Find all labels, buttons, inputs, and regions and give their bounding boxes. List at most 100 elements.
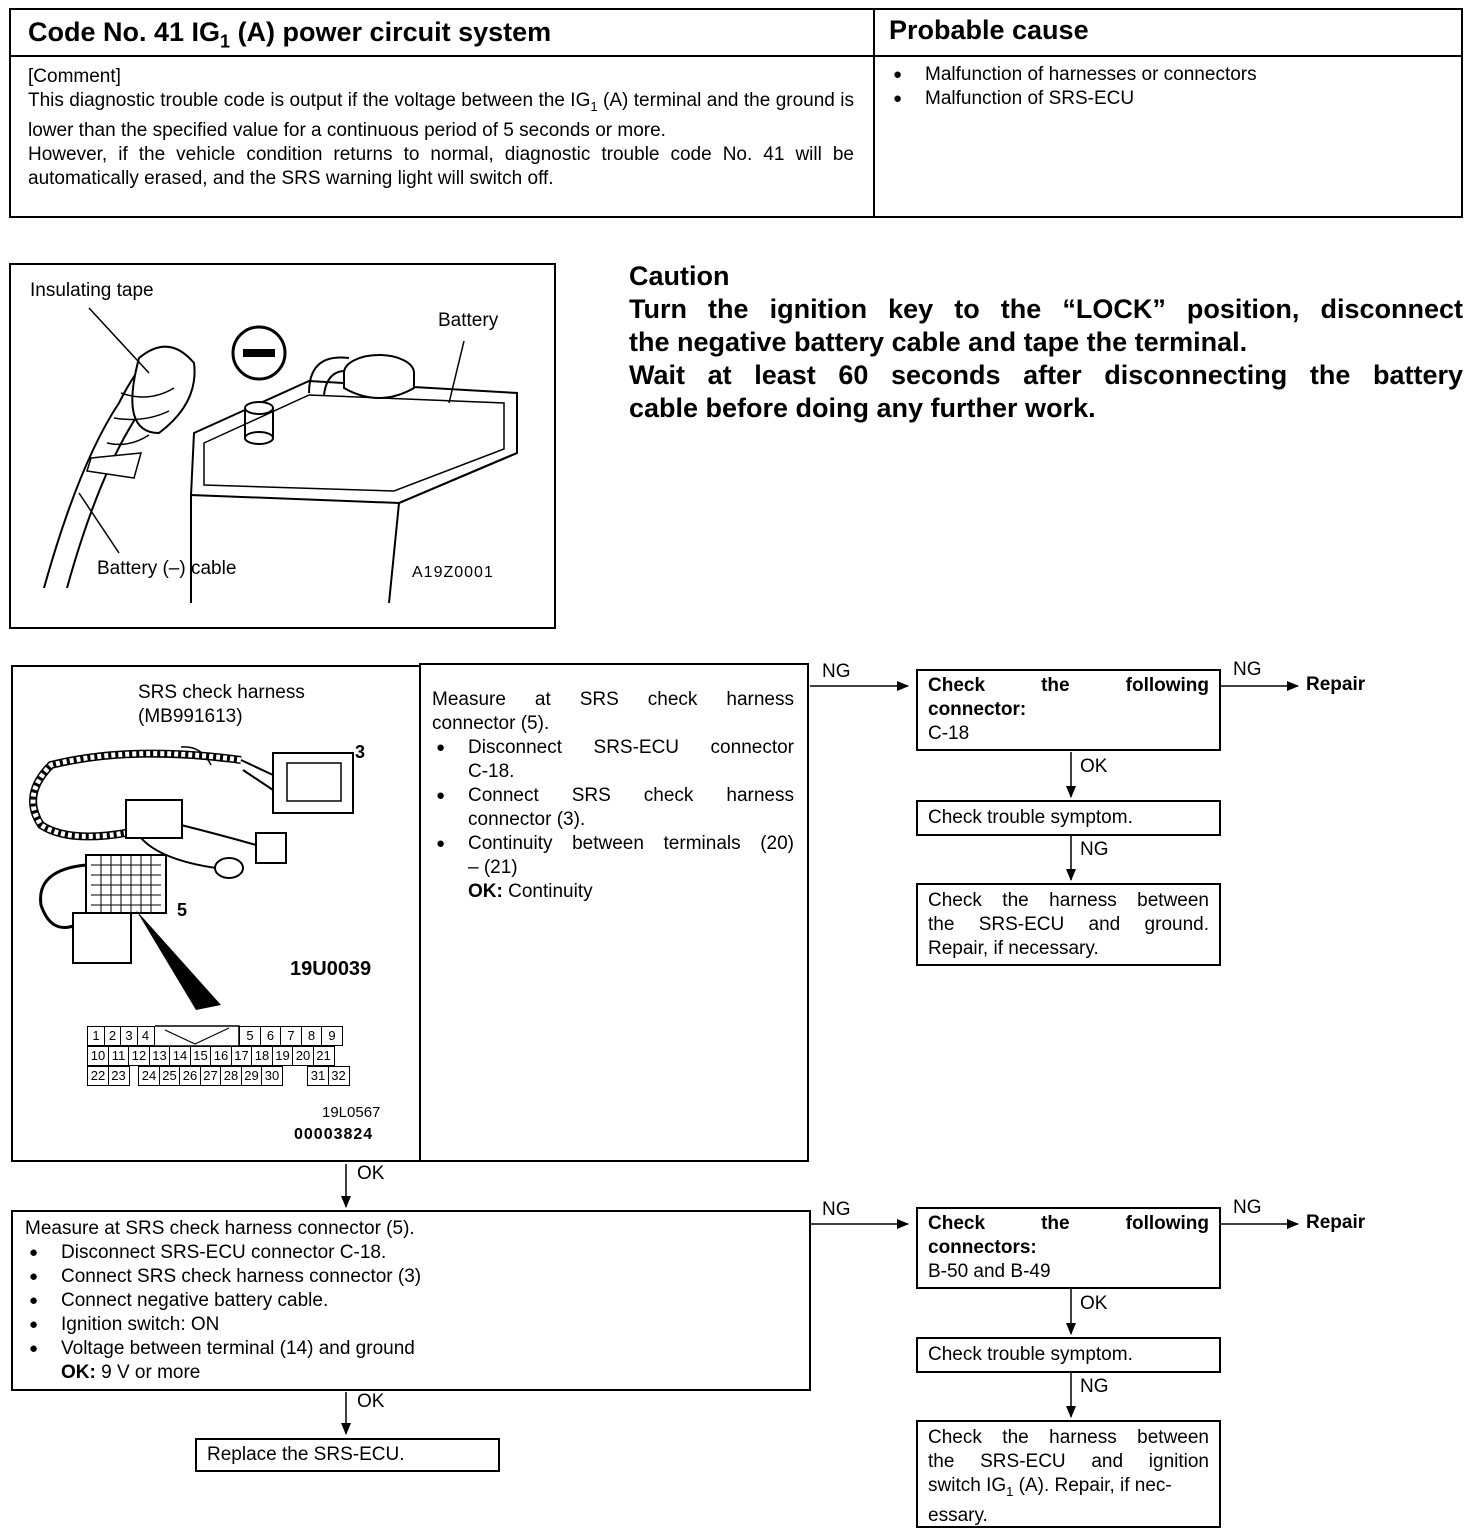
flow-label-ok: OK	[357, 1163, 385, 1184]
battery-label: Battery	[438, 310, 499, 331]
step2-item-text: Voltage between terminal (14) and ground	[61, 1338, 415, 1359]
pin-cell: 5	[239, 1026, 261, 1046]
pin-cell: 31	[307, 1066, 329, 1086]
battery-figure-code: A19Z0001	[412, 564, 494, 581]
branch2-check-c: B-50 and B-49	[928, 1261, 1051, 1282]
harness-part-number: (MB991613)	[138, 706, 243, 727]
step2-item: Ignition switch: ON	[25, 1313, 503, 1337]
header-divider-v	[873, 8, 875, 218]
step2-item: Connect SRS check harness connector (3)	[25, 1265, 503, 1289]
flow-label-ok: OK	[1080, 756, 1108, 777]
pin-cell: 14	[169, 1046, 191, 1066]
harness-callout-3: 3	[355, 742, 366, 762]
step2-intro: Measure at SRS check harness connector (…	[25, 1218, 415, 1239]
step2-item: Disconnect SRS-ECU connector C-18.	[25, 1241, 503, 1265]
cause-item: Malfunction of harnesses or connectors	[889, 63, 1449, 87]
step2-ok-label: OK:	[61, 1362, 96, 1383]
replace-text: Replace the SRS-ECU.	[207, 1444, 405, 1465]
pin-cell: 22	[87, 1066, 109, 1086]
branch2-harness-a: Check the harness between	[928, 1427, 1209, 1448]
flow-label-ng: NG	[1080, 839, 1109, 860]
flow-label-ng: NG	[822, 1199, 851, 1220]
pin-cell: 32	[327, 1066, 350, 1086]
branch2-harness-c-post: (A). Repair, if nec-	[1013, 1475, 1172, 1496]
branch2-harness-c-pre: switch IG	[928, 1475, 1007, 1496]
branch1-trouble: Check trouble symptom.	[928, 807, 1133, 828]
branch2-check-b: connectors:	[928, 1237, 1037, 1258]
pin-cell: 12	[128, 1046, 150, 1066]
comment-tag: [Comment]	[28, 66, 121, 87]
step2-ok-value: 9 V or more	[95, 1362, 201, 1383]
code-title-prefix: Code No. 41 IG	[28, 17, 221, 47]
replace-box: Replace the SRS-ECU.	[195, 1438, 500, 1472]
caution-line: Wait at least 60 seconds after disconnec…	[629, 360, 1463, 390]
step1-intro-a: Measure at SRS check harness	[432, 689, 794, 710]
branch1-harness-c: Repair, if necessary.	[928, 938, 1099, 959]
branch2-check-box: Check the following connectors: B-50 and…	[916, 1207, 1221, 1289]
branch2-trouble: Check trouble symptom.	[928, 1344, 1133, 1365]
branch2-harness-d: essary.	[928, 1504, 988, 1526]
pin-cell: 9	[321, 1026, 343, 1046]
step1-item-a: Continuity between terminals (20)	[468, 833, 794, 854]
comment-p1-b: (A) terminal and the ground is lower tha…	[28, 90, 855, 141]
step1-text: Measure at SRS check harness connector (…	[432, 688, 794, 904]
harness-figure-code: 19U0039	[290, 958, 372, 980]
flow-label-ng: NG	[1080, 1376, 1109, 1397]
step2-item: Voltage between terminal (14) and ground…	[25, 1337, 503, 1385]
branch1-harness-a: Check the harness between	[928, 890, 1209, 911]
branch2-trouble-box: Check trouble symptom.	[916, 1337, 1221, 1373]
code-title: Code No. 41 IG1 (A) power circuit system	[28, 15, 551, 58]
branch1-harness-b: the SRS-ECU and ground.	[928, 914, 1209, 935]
harness-illustration	[29, 746, 354, 1010]
step2-item: Connect negative battery cable.	[25, 1289, 503, 1313]
branch2-check-a: Check the following	[928, 1213, 1209, 1234]
comment-paragraph-2: However, if the vehicle condition return…	[28, 143, 854, 189]
comment-block: [Comment] This diagnostic trouble code i…	[28, 65, 854, 191]
branch2-harness-c: switch IG1 (A). Repair, if nec-	[928, 1474, 1209, 1504]
pin-cell: 27	[199, 1066, 222, 1086]
branch1-check-c: C-18	[928, 723, 970, 744]
branch2-harness-b: the SRS-ECU and ignition	[928, 1451, 1209, 1472]
comment-p1-a: This diagnostic trouble code is output i…	[28, 90, 591, 111]
flow-label-ok: OK	[357, 1391, 385, 1412]
pin-cell: 25	[158, 1066, 181, 1086]
step1-item-b: – (21)	[468, 857, 518, 878]
pin-cell: 28	[220, 1066, 242, 1086]
branch1-check-a: Check the following	[928, 675, 1209, 696]
pin-cell: 4	[136, 1026, 155, 1046]
caution-line: cable before doing any further work.	[629, 393, 1096, 423]
branch2-harness-c-sub: 1	[1006, 1483, 1014, 1499]
branch1-check-b: connector:	[928, 699, 1027, 720]
code-title-suffix: (A) power circuit system	[230, 17, 552, 47]
branch1-check-box: Check the following connector: C-18	[916, 669, 1221, 751]
step1-ok-label: OK:	[468, 881, 503, 902]
comment-p1-sub: 1	[590, 98, 598, 114]
step1-item-b: C-18.	[468, 761, 515, 782]
branch1-trouble-box: Check trouble symptom.	[916, 800, 1221, 836]
pin-cell: 24	[138, 1066, 160, 1086]
battery-illustration	[43, 307, 518, 604]
header-divider-h	[9, 55, 1463, 57]
harness-code-a: 19L0567	[322, 1104, 381, 1121]
probable-cause-title: Probable cause	[889, 15, 1089, 45]
flow-label-ok: OK	[1080, 1293, 1108, 1314]
step1-item-b: connector (3).	[468, 809, 586, 830]
harness-callout-5: 5	[177, 900, 188, 920]
flow-label-ng: NG	[1233, 1197, 1262, 1218]
code-title-sub: 1	[220, 31, 231, 52]
flow-label-ng: NG	[1233, 659, 1262, 680]
caution-line: Turn the ignition key to the “LOCK” posi…	[629, 294, 1463, 324]
repair-label: Repair	[1306, 674, 1366, 695]
harness-code-b: 00003824	[294, 1126, 374, 1143]
step1-item-a: Disconnect SRS-ECU connector	[468, 737, 794, 758]
battery-cable-label: Battery (–) cable	[97, 558, 237, 579]
step2-list: Disconnect SRS-ECU connector C-18. Conne…	[25, 1241, 503, 1385]
pin-cell: 10	[87, 1046, 109, 1066]
